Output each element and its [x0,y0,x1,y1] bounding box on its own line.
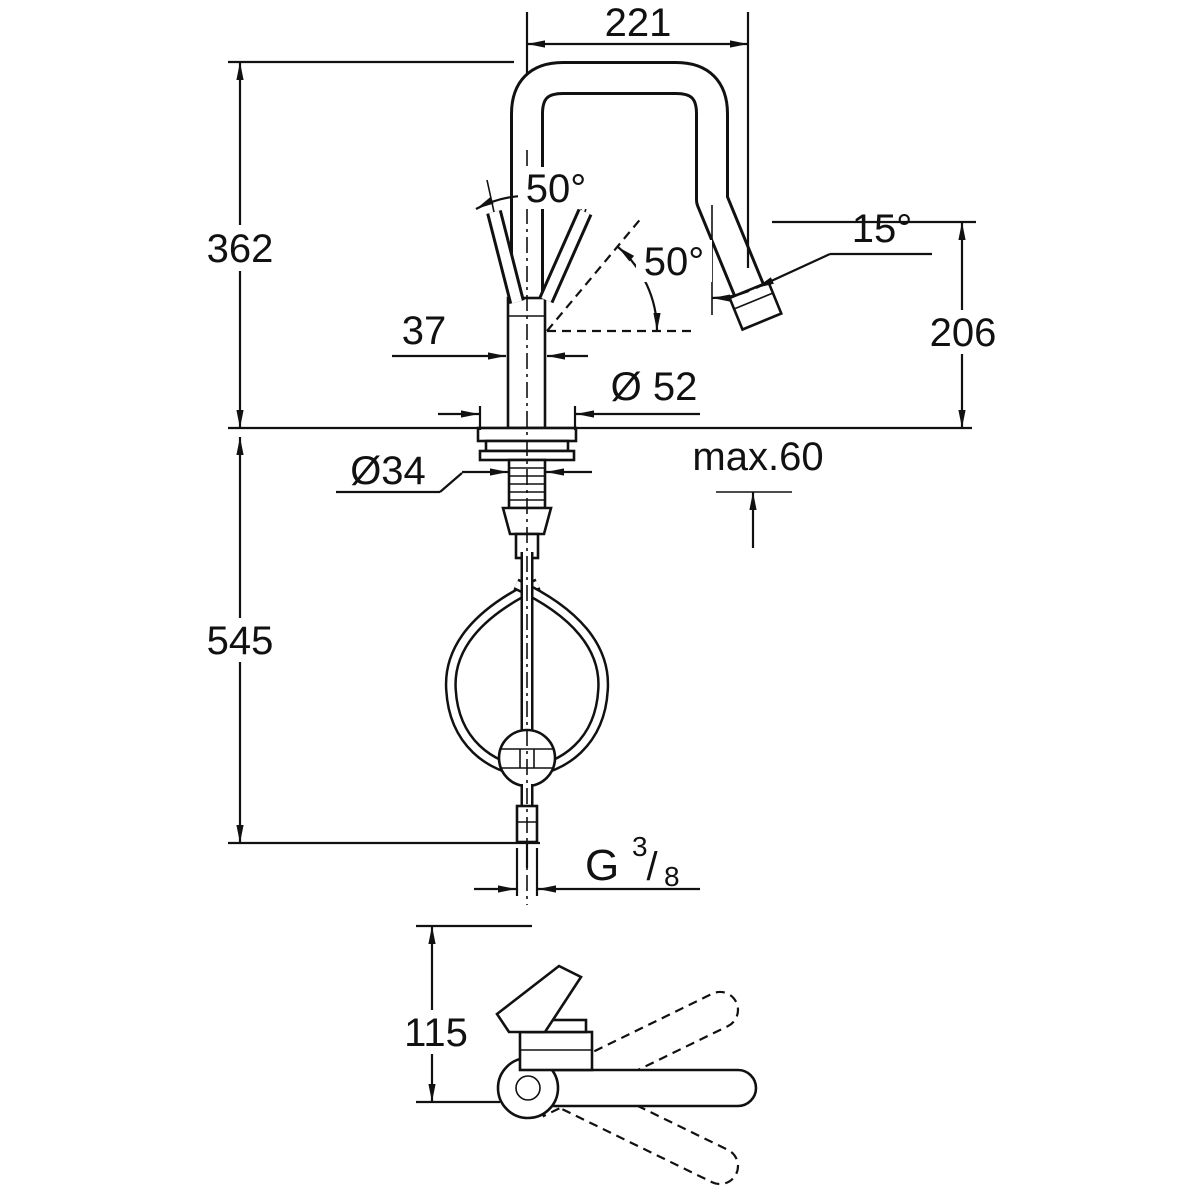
lever-right-position-inner [541,209,590,303]
spray-head-line [733,292,774,310]
dimension-thread: G 3 / 8 [474,831,700,896]
dimension-label: Ø 52 [611,365,698,409]
angle-arc [711,289,750,302]
dimension-label: 15° [852,207,913,251]
plan-body [518,1030,594,1072]
spout-tube-inner [513,64,762,310]
dimension-max-deck: max.60 [692,435,824,548]
dimension-base-diameter: Ø 52 [438,365,700,430]
lever-left-position-inner [489,210,522,304]
label-background [194,226,286,270]
dimension-label: 50° [644,240,705,284]
spout-plan [530,1068,758,1108]
dimension-shank-diameter: Ø34 [336,449,592,494]
dimension-base-depth: 115 [388,924,532,1104]
dimension-label: 206 [930,311,997,355]
label-background [388,1010,480,1054]
label-background [636,240,712,282]
spout-swivel-position-down [526,1058,740,1186]
angle-arc [617,246,661,332]
thread-denominator: 8 [664,861,680,892]
hose-loop-right-inner [514,580,607,776]
dimension-body-width: 37 [392,309,588,360]
plan-lever-handle [495,964,583,1034]
hose-loop-left-inner [447,580,540,776]
thread-numerator: 3 [632,831,648,862]
base-inner-circle [515,1075,541,1101]
faucet-front-view [228,61,972,905]
dimension-top-reach: 221 [525,1,750,268]
leader-line [755,253,831,289]
dimension-label: 362 [207,227,274,271]
dimension-lever-angle: 50° [475,167,594,211]
faucet-plan-view [495,964,758,1186]
label-background [916,310,1010,354]
dimension-label: Ø34 [350,449,426,493]
spout-swivel-position-up [526,990,740,1118]
lever-left-extension [486,179,495,213]
dimension-label: 221 [605,1,672,45]
dimension-spout-height: 362 [194,60,514,428]
dimension-label: 115 [404,1011,468,1055]
dimensions: 221 362 50° 50° 15° [194,1,1010,1104]
label-background [518,167,594,209]
thread-label-g: G [585,841,619,890]
leader-line [439,472,463,493]
thread-slash: / [646,845,658,889]
dimension-label: max.60 [692,435,823,479]
dimension-outlet-height: 206 [772,220,1010,428]
dimension-label: 50° [526,167,587,211]
label-background [194,618,286,662]
dimension-label: 37 [402,309,447,353]
dimension-head-angle: 15° [711,207,932,302]
dimension-label: 545 [207,619,274,663]
lever-reference-angled [546,215,644,332]
dimension-lever-angle-side: 50° [617,240,712,332]
dimension-hose-length: 545 [194,437,540,845]
